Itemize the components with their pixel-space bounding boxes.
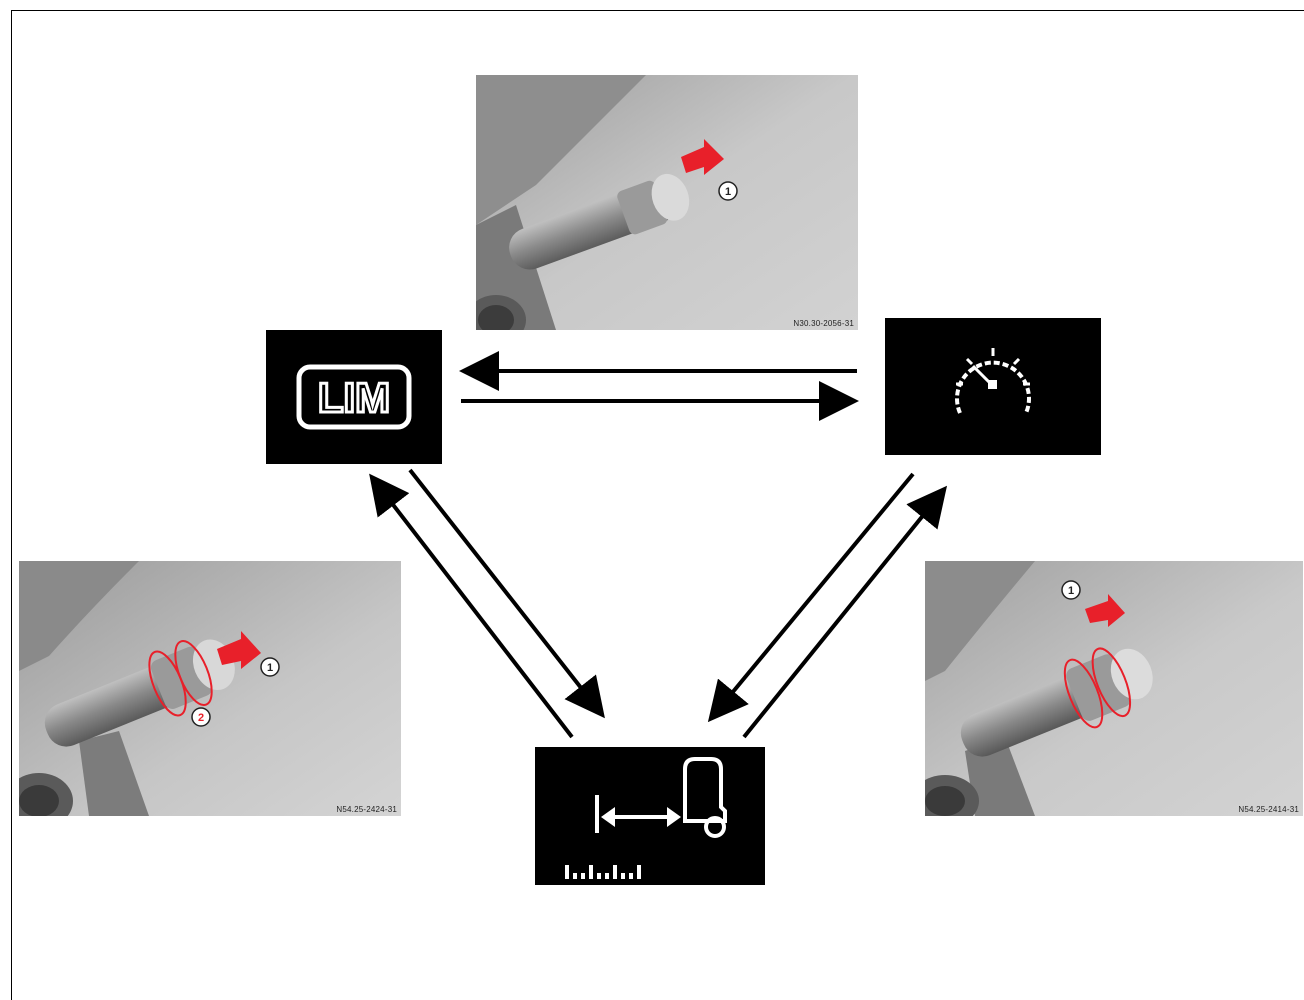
photo-right-image: 1 — [925, 561, 1303, 816]
diagram-frame — [11, 10, 1304, 1000]
figure-code: N54.25-2424-31 — [336, 805, 397, 814]
distance-pilot-display — [535, 747, 765, 885]
photo-right: 1 N54.25-2414-31 — [925, 561, 1303, 816]
photo-top: 1 N30.30-2056-31 — [476, 75, 858, 330]
arrow-distance-to-limiter — [369, 473, 574, 739]
speedometer-icon — [955, 348, 1031, 414]
callout-2-label: 2 — [198, 712, 204, 724]
cruise-control-display — [885, 318, 1101, 455]
figure-code: N54.25-2414-31 — [1238, 805, 1299, 814]
limiter-display: LIM — [266, 330, 442, 464]
distance-pilot-icon — [565, 757, 727, 879]
callout-1-label: 1 — [1068, 585, 1074, 597]
callout-1-label: 1 — [725, 186, 731, 198]
figure-code: N30.30-2056-31 — [793, 319, 854, 328]
photo-left-image: 1 2 — [19, 561, 401, 816]
arrow-cruise-to-distance — [707, 472, 915, 723]
photo-left: 1 2 N54.25-2424-31 — [19, 561, 401, 816]
photo-top-image: 1 — [476, 75, 858, 330]
speed-limiter-icon: LIM — [296, 364, 412, 430]
limiter-label: LIM — [318, 374, 390, 421]
arrow-limiter-to-distance — [408, 468, 605, 719]
callout-1-label: 1 — [267, 662, 273, 674]
arrow-distance-to-cruise — [742, 485, 948, 739]
